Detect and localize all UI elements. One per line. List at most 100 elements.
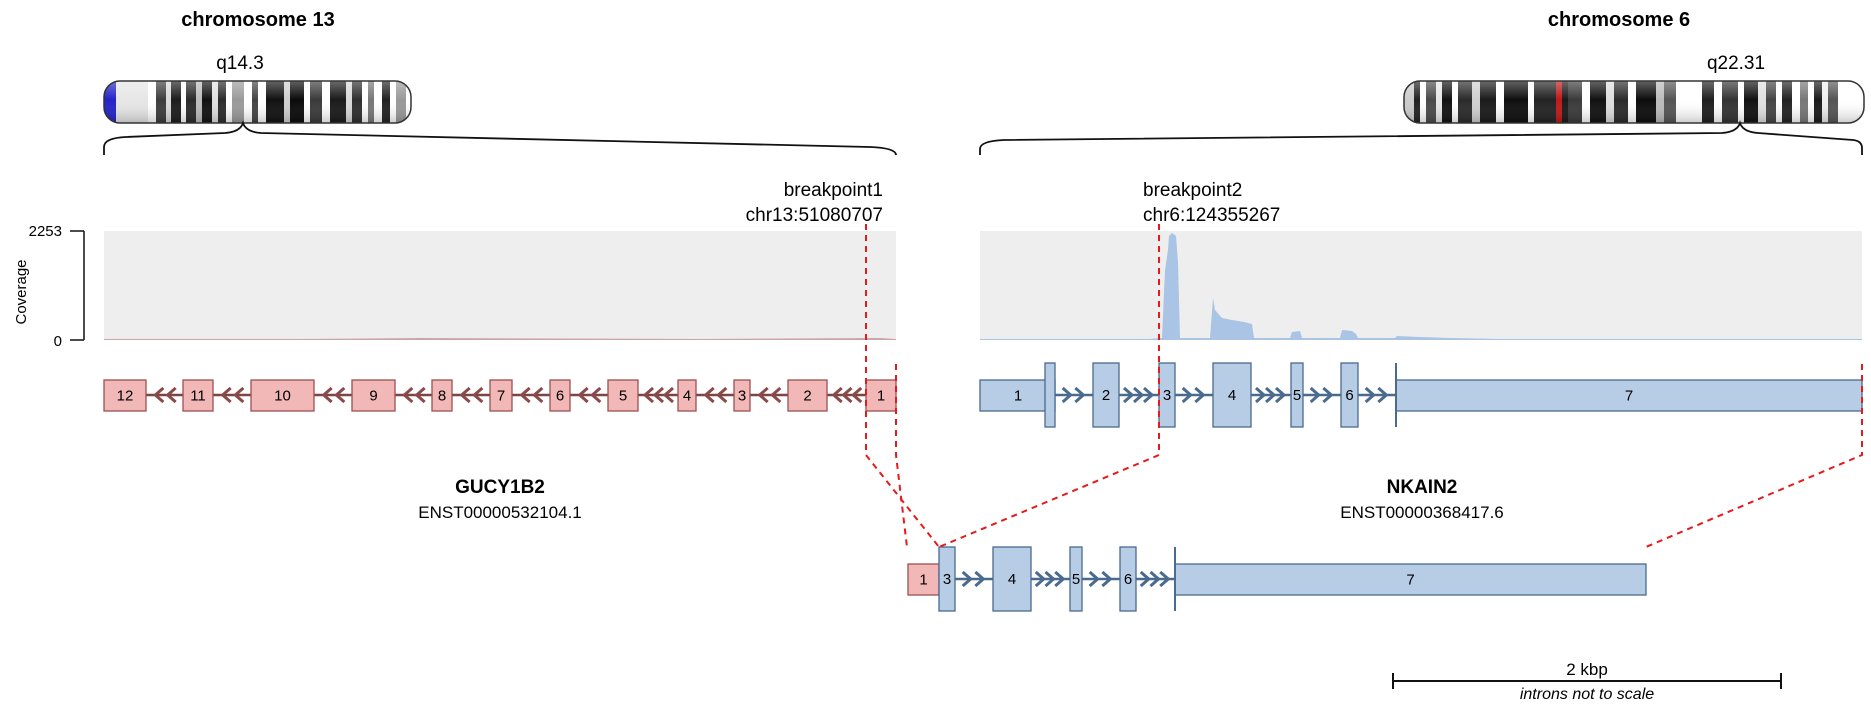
breakpoint1-guide (865, 224, 940, 548)
fusion-exon-label: 5 (1072, 571, 1080, 588)
gene2-exon-label: 1 (1014, 388, 1022, 405)
gene2-exon-label: 6 (1345, 387, 1353, 404)
fusion-strand-chevron (974, 570, 986, 588)
gene2-exon-label: 3 (1163, 387, 1171, 404)
gene1-strand-chevron (831, 386, 843, 404)
coverage-axis-label: Coverage (13, 259, 30, 324)
coverage-panel-gene1 (104, 231, 896, 340)
gene1-strand-chevron (757, 386, 769, 404)
fusion-strand-chevron (1149, 570, 1161, 588)
gene1-exon-8: 8 (431, 379, 453, 412)
gene1-exon-label: 7 (497, 388, 505, 405)
fusion-exon-5: 5 (1069, 546, 1083, 612)
gene1-strand-chevron (770, 386, 782, 404)
gene1-strand-chevron (703, 386, 715, 404)
gene1-strand-chevron (850, 386, 863, 404)
gene2-exon-2: 2 (1092, 362, 1120, 428)
gene1-strand-chevron (165, 386, 177, 404)
gene1-strand-chevron (577, 386, 589, 404)
gene2-exon-3: 3 (1158, 362, 1176, 428)
fusion-exon-4: 4 (992, 546, 1032, 612)
gene2-transcript: ENST00000368417.6 (1340, 503, 1504, 522)
gene2-strand-chevron (1143, 386, 1155, 404)
fusion-exon-6: 6 (1119, 546, 1137, 612)
fusion-strand-chevron (1034, 570, 1047, 588)
chromosome-6-band-label: q22.31 (1707, 53, 1765, 74)
gene1-exon-label: 12 (117, 388, 134, 405)
fusion-strand-chevron (1088, 570, 1100, 588)
fusion-strand-chevron (1101, 570, 1113, 588)
gene2-strand-chevron (1194, 386, 1206, 404)
fusion-exon-label: 4 (1008, 571, 1016, 588)
fusion-exon-1: 1 (907, 563, 940, 596)
gene2-strand-chevron (1275, 386, 1287, 404)
gene2-strand-chevron (1265, 386, 1277, 404)
breakpoint1-gene-edge-guide (895, 364, 908, 548)
gene1-strand-chevron (402, 386, 414, 404)
gene1-exon-label: 9 (369, 388, 377, 405)
gene1-name: GUCY1B2 (455, 477, 545, 498)
fusion-exon-label: 3 (943, 571, 951, 588)
gene1-exon-label: 11 (190, 388, 206, 405)
coverage-min-tick: 0 (54, 333, 62, 350)
gene1-strand-chevron (321, 386, 333, 404)
coverage-max-tick: 2253 (29, 223, 62, 240)
gene2-exon-label: 5 (1293, 387, 1301, 404)
fusion-exon-3: 3 (938, 546, 956, 612)
breakpoint-guides (865, 224, 1863, 548)
scale-bar-note: introns not to scale (1520, 686, 1654, 703)
gene1-exon-9: 9 (351, 379, 396, 412)
gene1-exon-label: 5 (619, 388, 627, 405)
gene2-model: 1 2 3 4 5 6 7 (979, 362, 1863, 428)
gene1-strand-chevron (153, 386, 165, 404)
gene2-strand-chevron (1364, 386, 1376, 404)
breakpoint1-label: breakpoint1 (784, 180, 883, 201)
gene2-exon-4: 4 (1212, 362, 1252, 428)
gene1-strand-chevron (334, 386, 346, 404)
fusion-strand-chevron (961, 570, 973, 588)
gene1-strand-chevron (841, 386, 853, 404)
gene2-exon-6: 6 (1340, 362, 1359, 428)
fusion-exon-label: 6 (1124, 571, 1132, 588)
fusion-strand-chevron (1159, 570, 1171, 588)
gene1-strand-chevron (472, 386, 484, 404)
fusion-exon-label: 7 (1406, 572, 1414, 589)
chromosome-13-zoom-bracket (103, 120, 897, 156)
gene2-strand-chevron (1309, 386, 1321, 404)
gene1-exon-label: 2 (803, 388, 811, 405)
gene2-exon-5: 5 (1290, 362, 1304, 428)
gene2-exon-label: 4 (1228, 387, 1236, 404)
gene1-strand-chevron (414, 386, 426, 404)
fusion-strand-chevron (1054, 570, 1066, 588)
gene1-strand-chevron (590, 386, 602, 404)
gene2-name: NKAIN2 (1387, 477, 1458, 498)
gene1-exon-label: 4 (683, 388, 691, 405)
gene1-exon-1: 1 (865, 379, 897, 412)
gene1-exon-5: 5 (607, 379, 639, 412)
gene2-strand-chevron (1255, 386, 1267, 404)
gene2-exon-1: 1 (979, 362, 1056, 428)
gene1-exon-label: 1 (877, 388, 885, 405)
gene1-exon-label: 6 (556, 388, 564, 405)
gene1-strand-chevron (233, 386, 245, 404)
coverage-panel-gene2 (980, 231, 1862, 340)
gene2-strand-chevron (1133, 386, 1145, 404)
gene2-exon-7: 7 (1395, 379, 1863, 412)
gene1-exon-label: 3 (738, 388, 746, 405)
breakpoint2-label: breakpoint2 (1143, 180, 1242, 201)
gene2-strand-chevron (1181, 386, 1193, 404)
scale-bar (1392, 673, 1782, 689)
gene2-exon-label: 7 (1625, 388, 1633, 405)
chromosome-6-zoom-bracket (979, 120, 1863, 155)
gene1-strand-chevron (220, 386, 232, 404)
fusion-strand-chevron (1044, 570, 1056, 588)
breakpoint1-coordinate: chr13:51080707 (746, 205, 883, 226)
breakpoint2-guide (938, 224, 1160, 548)
gene1-strand-chevron (532, 386, 544, 404)
fusion-exon-7: 7 (1174, 563, 1647, 596)
gene1-transcript: ENST00000532104.1 (418, 503, 582, 522)
gene1-exon-4: 4 (677, 379, 697, 412)
scale-bar-label: 2 kbp (1566, 660, 1608, 679)
